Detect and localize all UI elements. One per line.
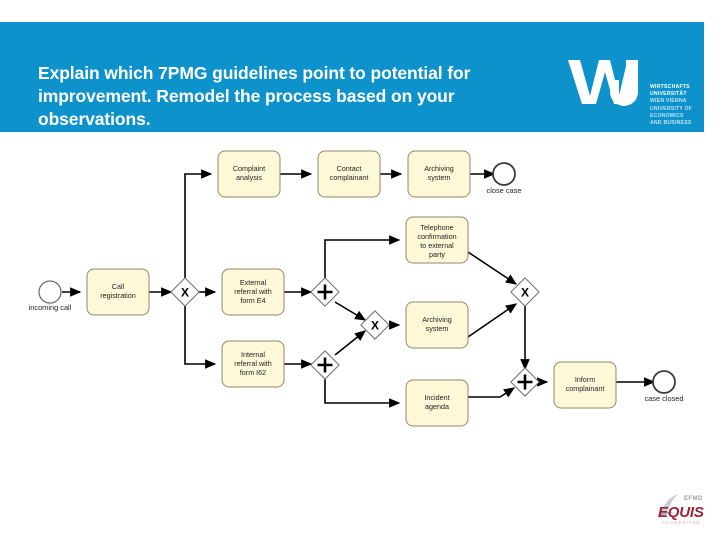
end-event-close-case[interactable]: close case [487, 162, 522, 195]
flow-and-up-to-xor-merge [334, 301, 367, 321]
task-contact-complainant[interactable]: Contact complainant [317, 150, 381, 198]
wu-line-6: AND BUSINESS [650, 120, 692, 127]
event-label: case closed [644, 394, 683, 403]
bpmn-canvas: Call registration Complaint analysis Con… [29, 150, 684, 427]
gateway-exclusive-split[interactable]: X [170, 277, 200, 307]
flow-and-up-to-telephone [324, 235, 401, 279]
event-label: incoming call [29, 303, 72, 312]
task-label: Complaint [233, 164, 265, 173]
task-label: confirmation [417, 232, 456, 241]
task-label: Telephone [420, 223, 453, 232]
flow-archiving-mid-to-xor-right [467, 303, 518, 338]
wu-line-3: WIEN VIENNA [650, 98, 687, 105]
gateway-symbol [317, 357, 333, 373]
wu-logo-mark [568, 60, 638, 106]
header-band: Explain which 7PMG guidelines point to p… [0, 22, 704, 132]
bpmn-diagram: Call registration Complaint analysis Con… [0, 132, 720, 502]
wu-logo: WIRTSCHAFTS UNIVERSITÄT WIEN VIENNA UNIV… [566, 56, 696, 128]
bpmn-tasks: Call registration Complaint analysis Con… [86, 150, 617, 427]
bpmn-gateways: X X X [170, 277, 540, 397]
gateway-exclusive-merge[interactable]: X [360, 310, 390, 340]
task-telephone-confirmation[interactable]: Telephone confirmation to external party [405, 216, 469, 264]
task-label: system [428, 173, 451, 182]
page-title: Explain which 7PMG guidelines point to p… [38, 63, 471, 129]
task-external-referral[interactable]: External referral with form E4 [221, 268, 285, 316]
flow-and-low-to-incident-agenda [324, 378, 401, 408]
gateway-exclusive-right[interactable]: X [510, 277, 540, 307]
equis-sub-text: ACCREDITED [662, 520, 701, 525]
task-label: Internal [241, 350, 265, 359]
bpmn-events: incoming call close case case closed [29, 162, 684, 403]
task-incident-agenda[interactable]: Incident agenda [405, 379, 469, 427]
task-complaint-analysis[interactable]: Complaint analysis [217, 150, 281, 198]
equis-swoosh-icon [658, 494, 678, 518]
gateway-symbol: X [181, 286, 189, 300]
flow-xor-to-internal-referral [184, 305, 217, 369]
flow-and-low-to-xor-merge [334, 330, 366, 356]
equis-name-text: EQUIS [658, 504, 704, 521]
wu-line-1: WIRTSCHAFTS [650, 84, 690, 90]
flow-xor-to-complaint-analysis [184, 169, 213, 279]
gateway-parallel-upper[interactable] [310, 277, 340, 307]
task-label: registration [100, 291, 136, 300]
task-label: referral with [234, 287, 272, 296]
task-label: complainant [566, 384, 605, 393]
gateway-parallel-lower[interactable] [310, 350, 340, 380]
task-label: External [240, 278, 267, 287]
wu-wordmark: WIRTSCHAFTS UNIVERSITÄT WIEN VIENNA UNIV… [650, 84, 708, 127]
task-label: referral with [234, 359, 272, 368]
sequence-flows [62, 169, 656, 408]
equis-logo: EFMD EQUIS ACCREDITED [648, 492, 714, 532]
gateway-symbol: X [521, 286, 529, 300]
flow-incident-agenda-to-and-join [468, 387, 516, 398]
task-label: Contact [337, 164, 362, 173]
task-inform-complainant[interactable]: Inform complainant [553, 361, 617, 409]
task-internal-referral[interactable]: Internal referral with form I62 [221, 340, 285, 388]
event-label: close case [487, 186, 522, 195]
end-event-case-closed[interactable]: case closed [644, 370, 684, 403]
gateway-parallel-join[interactable] [510, 367, 540, 397]
task-label: form I62 [240, 368, 266, 377]
task-call-registration[interactable]: Call registration [86, 268, 150, 316]
gateway-symbol [317, 284, 333, 300]
wu-line-5: ECONOMICS [650, 112, 684, 119]
task-label: Inform [575, 375, 595, 384]
task-label: to external [420, 241, 454, 250]
task-label: agenda [425, 402, 449, 411]
task-label: system [426, 324, 449, 333]
task-label: Incident [424, 393, 449, 402]
task-label: analysis [236, 173, 262, 182]
wu-line-4: UNIVERSITY OF [650, 105, 693, 112]
task-label: complainant [330, 173, 369, 182]
gateway-symbol [517, 374, 533, 390]
task-label: party [429, 250, 445, 259]
wu-line-2: UNIVERSITÄT [650, 91, 687, 98]
equis-efmd-text: EFMD [684, 496, 703, 502]
task-label: Archiving [424, 164, 454, 173]
task-archiving-system-mid[interactable]: Archiving system [405, 301, 469, 349]
task-label: Call [112, 282, 125, 291]
flow-telephone-to-xor-right [467, 251, 518, 285]
task-label: form E4 [240, 296, 265, 305]
task-label: Archiving [422, 315, 452, 324]
start-event-incoming-call[interactable]: incoming call [29, 280, 72, 312]
task-archiving-system-top[interactable]: Archiving system [407, 150, 471, 198]
gateway-symbol: X [371, 319, 379, 333]
